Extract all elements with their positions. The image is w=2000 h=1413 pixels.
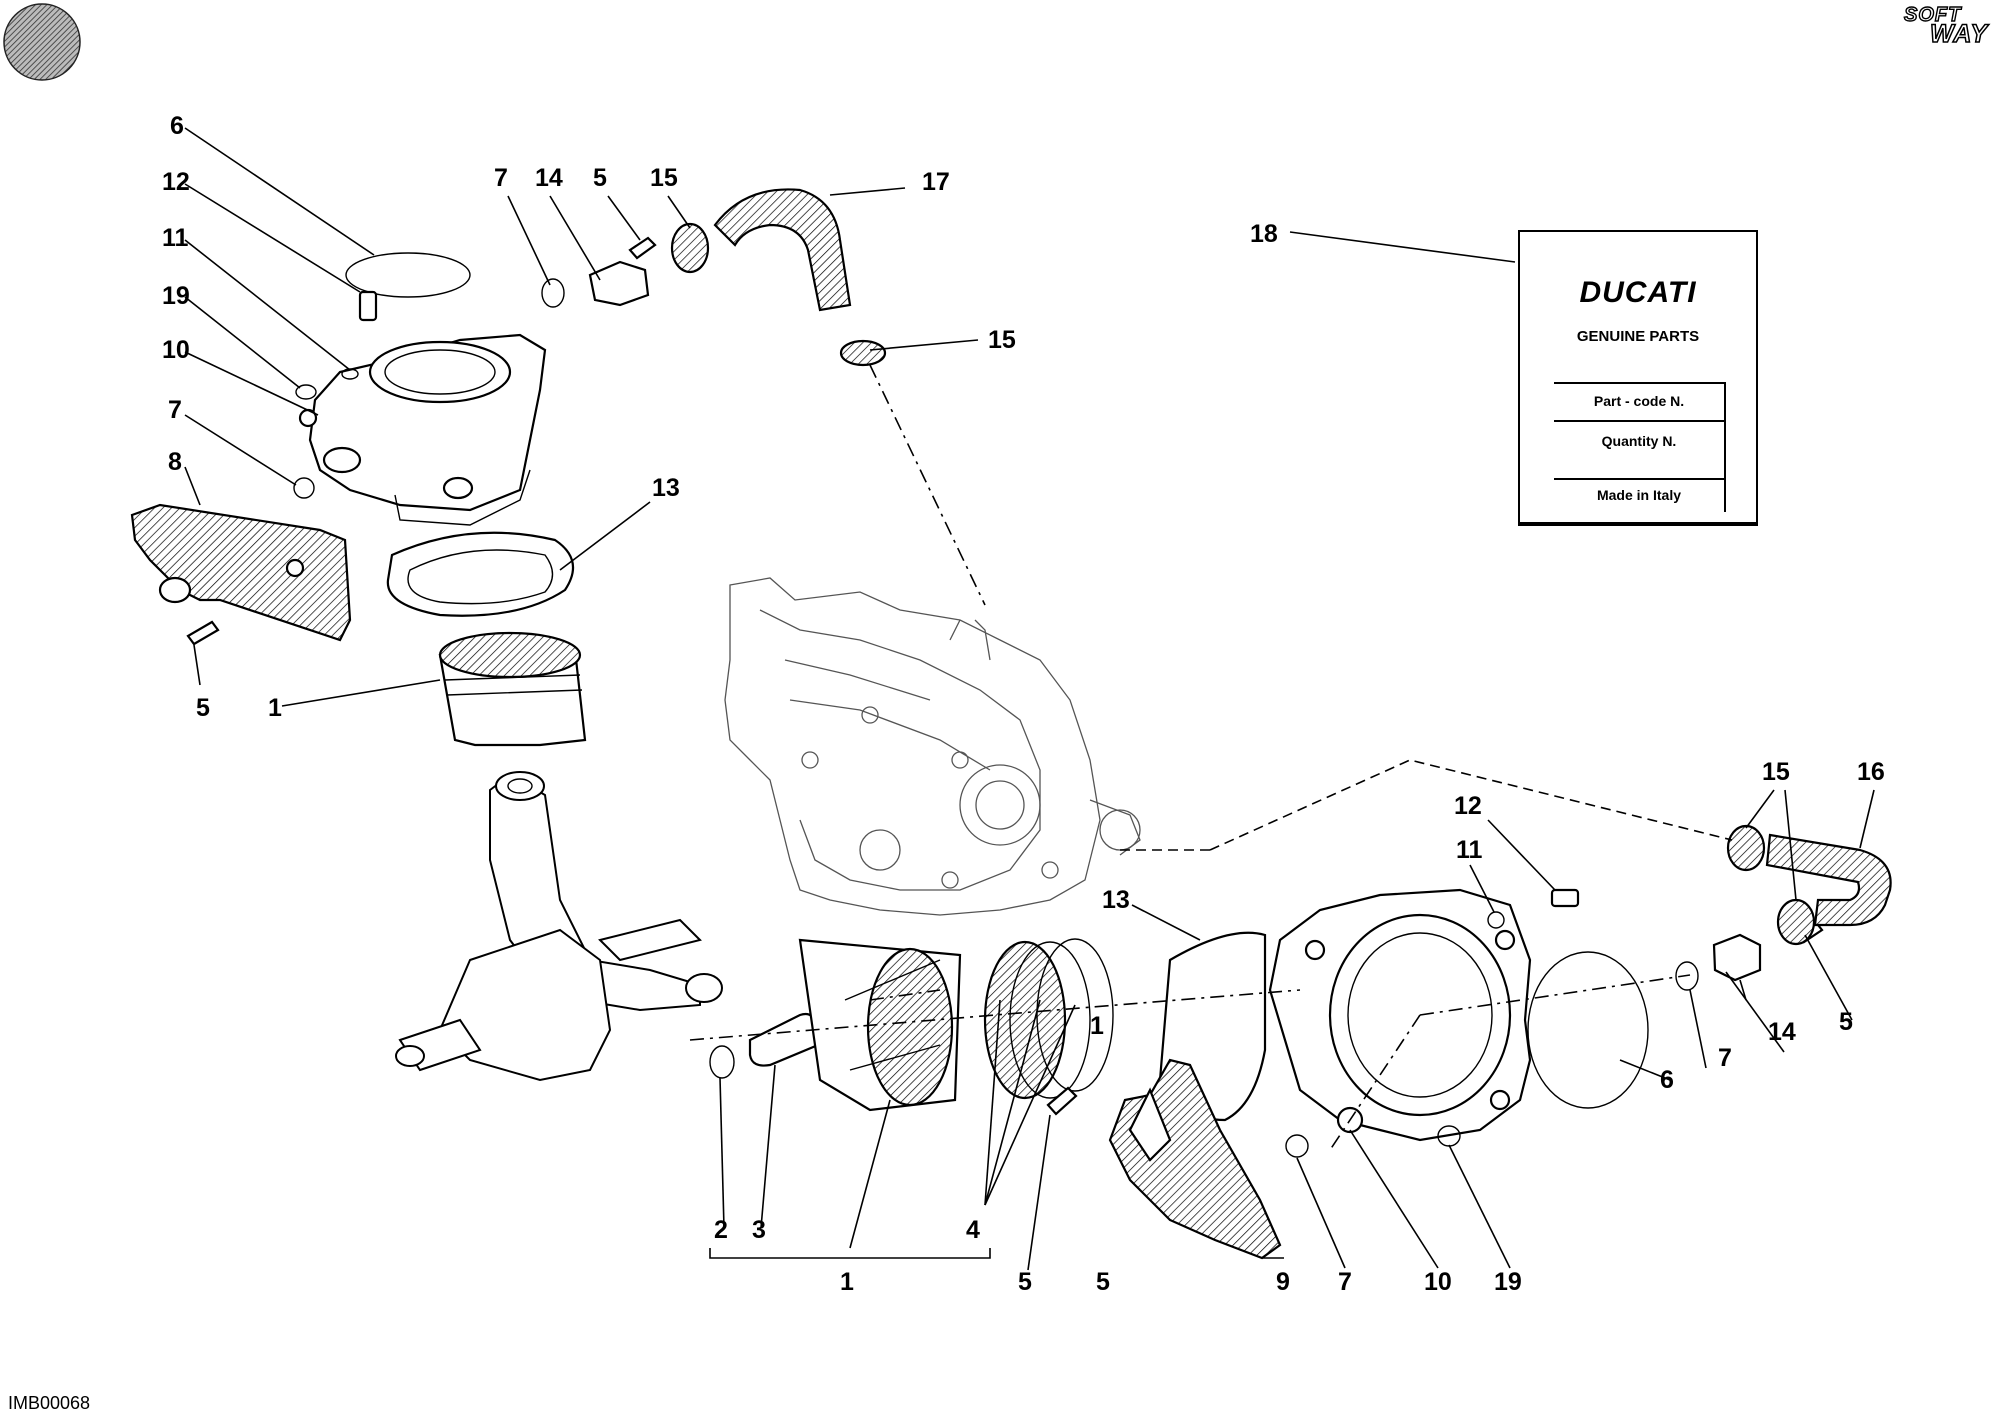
callout-7-top: 7	[494, 164, 508, 192]
group-bracket	[709, 1248, 991, 1259]
crankshaft-conrod-outline	[395, 771, 723, 1082]
cylinder-left	[298, 333, 547, 526]
callout-9: 9	[1276, 1268, 1290, 1296]
o-ring-part-7-right	[1675, 961, 1699, 991]
callout-14-top: 14	[535, 164, 563, 192]
dowel-part-12	[358, 290, 378, 322]
callout-7-right: 7	[1718, 1044, 1732, 1072]
made-in-field: Made in Italy	[1554, 478, 1724, 512]
genuine-parts-text: GENUINE PARTS	[1576, 328, 1700, 345]
fitting-part-14-top	[588, 260, 650, 307]
genuine-parts-label: DUCATI GENUINE PARTS Part - code N. Quan…	[1518, 230, 1758, 526]
callout-15-right: 15	[1762, 758, 1790, 786]
piston-rings-part-4	[983, 938, 1114, 1100]
callout-14-right: 14	[1768, 1018, 1796, 1046]
cylinder-right	[1268, 888, 1532, 1142]
cover-part-8	[130, 503, 352, 642]
callout-18: 18	[1250, 220, 1278, 248]
callout-10-left: 10	[162, 336, 190, 364]
fitting-part-14-right	[1712, 933, 1762, 982]
callout-13-left: 13	[652, 474, 680, 502]
screw-part-5-mid	[1046, 1086, 1078, 1116]
callout-2: 2	[714, 1216, 728, 1244]
logo-line-2: WAY	[1929, 19, 1989, 49]
ring-part-11-right	[1487, 911, 1505, 929]
callout-15-top: 15	[650, 164, 678, 192]
gasket-part-13-left	[386, 531, 575, 617]
hose-clamp-part-15-right-a	[1726, 824, 1766, 872]
callout-1-left: 1	[268, 694, 282, 722]
callout-4: 4	[966, 1216, 980, 1244]
callout-15-mid: 15	[988, 326, 1016, 354]
hose-clamp-part-15-mid	[839, 339, 887, 367]
quantity-field: Quantity N.	[1554, 420, 1724, 478]
callout-7-bottom: 7	[1338, 1268, 1352, 1296]
callout-17: 17	[922, 168, 950, 196]
ducati-logo: DUCATI	[1579, 276, 1697, 309]
hose-clamp-part-15-top	[670, 222, 710, 274]
callout-1-extra: 1	[1090, 1012, 1104, 1040]
ring-part-19	[295, 384, 317, 400]
callout-6-left: 6	[170, 112, 184, 140]
piston-part-1-left	[438, 631, 587, 747]
logo-line-1: SOFT	[1903, 3, 1962, 26]
engine-casing-outline	[724, 577, 1141, 916]
callout-19-left: 19	[162, 282, 190, 310]
o-ring-part-6	[345, 252, 471, 298]
callout-13-right: 13	[1102, 886, 1130, 914]
o-ring-part-7-left	[293, 477, 315, 499]
callout-5-right: 5	[1839, 1008, 1853, 1036]
o-ring-part-7-top	[541, 278, 565, 308]
callout-19-right: 19	[1494, 1268, 1522, 1296]
callout-5-top: 5	[593, 164, 607, 192]
hose-part-17	[713, 188, 852, 312]
wrist-pin-part-3	[748, 1012, 820, 1067]
o-ring-part-7-lower	[1285, 1134, 1309, 1158]
callout-3: 3	[752, 1216, 766, 1244]
part-code-field: Part - code N.	[1554, 382, 1724, 420]
clip-part-2	[709, 1045, 735, 1079]
hose-clamp-part-15-right-b	[1776, 898, 1816, 946]
callout-labels: 6 12 11 19 10 7 8 5 1 13 7 14 5 15 17 15…	[162, 112, 1885, 1296]
callout-11-left: 11	[162, 224, 189, 252]
corner-badge-icon	[3, 3, 81, 81]
dowel-part-12-right	[1550, 888, 1580, 908]
callout-5-extra: 5	[1096, 1268, 1110, 1296]
callout-12-right: 12	[1454, 792, 1482, 820]
callout-12-left: 12	[162, 168, 190, 196]
piston-part-1-right	[798, 938, 962, 1112]
o-ring-part-6-right	[1527, 951, 1649, 1109]
softway-logo: SOFT WAY	[1903, 3, 1996, 49]
screw-part-5-left	[186, 620, 220, 646]
callout-7-left: 7	[168, 396, 182, 424]
callout-5-bottom: 5	[1018, 1268, 1032, 1296]
callout-6-right: 6	[1660, 1066, 1674, 1094]
hose-part-16	[1765, 833, 1892, 927]
callout-10-right: 10	[1424, 1268, 1452, 1296]
callout-8: 8	[168, 448, 182, 476]
image-code: IMB00068	[8, 1393, 91, 1413]
screw-part-5-top	[628, 236, 657, 260]
label-fields: Part - code N. Quantity N. Made in Italy	[1554, 382, 1726, 512]
cover-part-9	[1108, 1058, 1282, 1260]
leader-lines	[184, 127, 1875, 1271]
callout-5-left: 5	[196, 694, 210, 722]
callout-11-right: 11	[1456, 836, 1483, 864]
callout-1-bracket: 1	[840, 1268, 854, 1296]
callout-16: 16	[1857, 758, 1885, 786]
